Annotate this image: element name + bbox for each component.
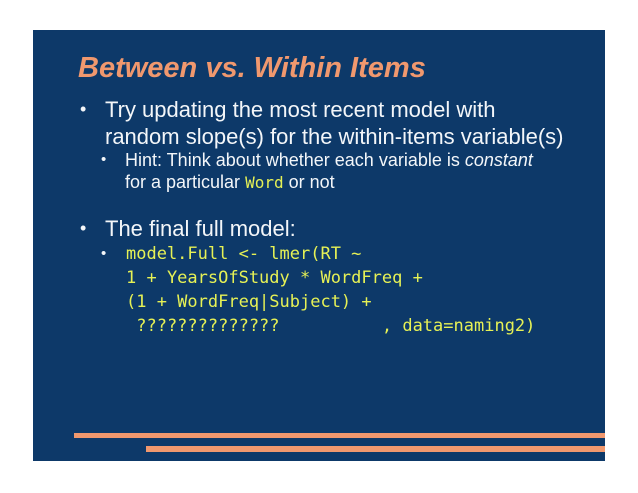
- bullet-item-update-model: • Try updating the most recent model wit…: [80, 96, 564, 150]
- hint-line1-text: Hint: Think about whether each variable …: [125, 150, 465, 170]
- bullet-icon: •: [80, 99, 87, 119]
- bullet-item-hint: • Hint: Think about whether each variabl…: [101, 149, 533, 194]
- bullet-icon: •: [101, 245, 107, 262]
- hint-line1: Hint: Think about whether each variable …: [125, 149, 533, 171]
- code-block: model.Full <- lmer(RT ~ 1 + YearsOfStudy…: [126, 242, 535, 338]
- bullet-item-code: • model.Full <- lmer(RT ~ 1 + YearsOfStu…: [101, 242, 535, 338]
- hint-text: Hint: Think about whether each variable …: [125, 149, 533, 194]
- hint-line2-suffix: or not: [283, 172, 335, 192]
- slide: Between vs. Within Items • Try updating …: [33, 30, 605, 461]
- bullet2-text: The final full model:: [105, 215, 296, 242]
- bullet-item-final-model: • The final full model:: [80, 215, 296, 242]
- hint-word-code: Word: [245, 173, 284, 192]
- hint-line2-text: for a particular: [125, 172, 246, 192]
- code-line: model.Full <- lmer(RT ~: [126, 244, 362, 264]
- code-line: ?????????????? , data=naming2): [126, 316, 536, 336]
- accent-line-bottom: [146, 446, 605, 452]
- bullet1-line1: Try updating the most recent model with: [105, 97, 496, 122]
- bullet2-label: The final full model:: [105, 216, 296, 241]
- bullet-icon: •: [101, 151, 107, 168]
- bullet-text: Try updating the most recent model with …: [105, 96, 564, 150]
- bullet1-line2: random slope(s) for the within-items var…: [105, 124, 564, 149]
- bullet-icon: •: [80, 218, 87, 238]
- hint-line2: for a particular Word or not: [125, 171, 533, 194]
- slide-title: Between vs. Within Items: [78, 52, 426, 84]
- hint-line1-italic: constant: [464, 150, 533, 170]
- accent-line-top: [74, 433, 605, 438]
- code-line: (1 + WordFreq|Subject) +: [126, 292, 372, 312]
- code-line: 1 + YearsOfStudy * WordFreq +: [126, 268, 423, 288]
